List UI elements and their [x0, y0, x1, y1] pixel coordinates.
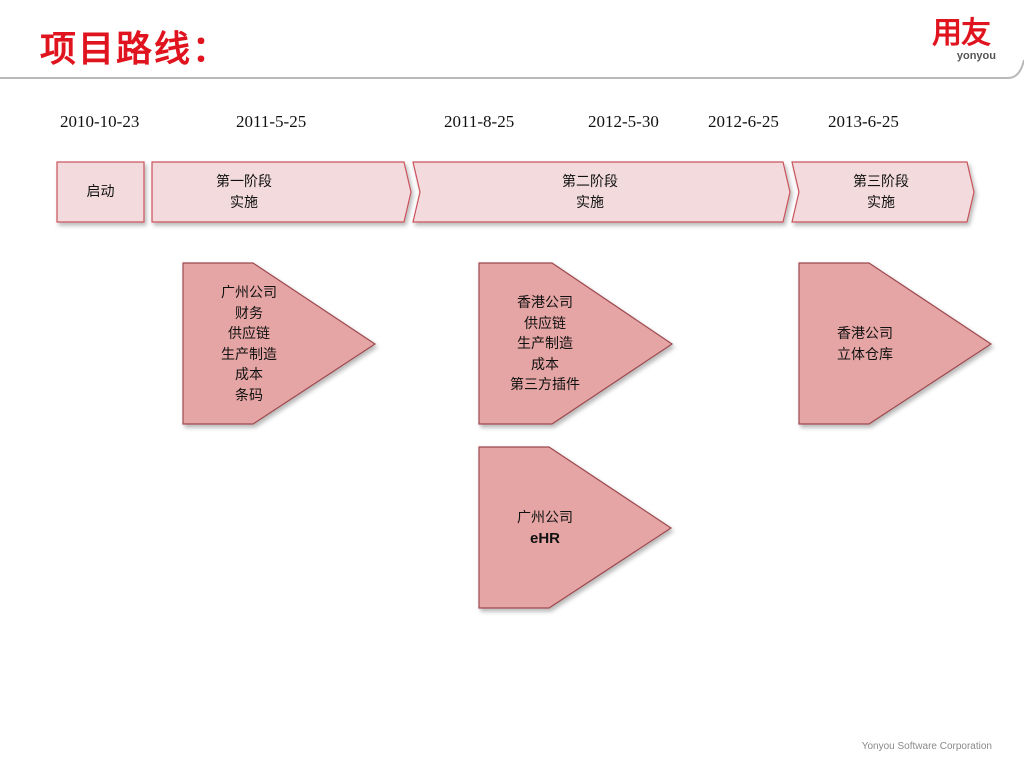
module-shape-gz-ehr [478, 446, 673, 609]
milestone-date-5: 2012-6-25 [708, 112, 779, 131]
logo-en-text: yonyou [956, 50, 996, 62]
phase-label-3: 第三阶段 实施 [853, 174, 909, 211]
phase-shape-1 [151, 161, 412, 223]
milestone-date-2: 2011-5-25 [236, 112, 307, 131]
phase-label-2: 第二阶段 实施 [562, 174, 618, 211]
module-label-gz-erp: 广州公司 财务 供应链 生产制造 成本 条码 [221, 285, 277, 404]
logo-cn-text: 用友 [932, 16, 991, 51]
phase-shape-start [56, 161, 145, 223]
page-title: 项目路线： [40, 29, 231, 70]
header-divider [0, 59, 1024, 79]
yonyou-logo: 用友 yonyou [926, 16, 996, 63]
footer-company: Yonyou Software Corporation [861, 741, 992, 752]
module-label-hk-erp: 香港公司 供应链 生产制造 成本 第三方插件 [510, 295, 580, 393]
milestone-date-1: 2010-10-23 [60, 112, 140, 131]
module-shape-hk-erp [478, 262, 674, 425]
module-shape-gz-erp [182, 262, 377, 425]
phase-shape-3 [791, 161, 975, 223]
milestone-date-4: 2012-5-30 [588, 112, 659, 131]
milestone-date-3: 2011-8-25 [444, 112, 515, 131]
module-label-gz-ehr: 广州公司 eHR [517, 510, 573, 547]
phase-shape-2 [412, 161, 791, 223]
module-shape-hk-warehouse [798, 262, 993, 425]
phase-label-start: 启动 [86, 184, 115, 200]
milestone-date-6: 2013-6-25 [828, 112, 899, 131]
module-label-hk-warehouse: 香港公司 立体仓库 [837, 326, 893, 363]
phase-label-1: 第一阶段 实施 [216, 174, 272, 211]
